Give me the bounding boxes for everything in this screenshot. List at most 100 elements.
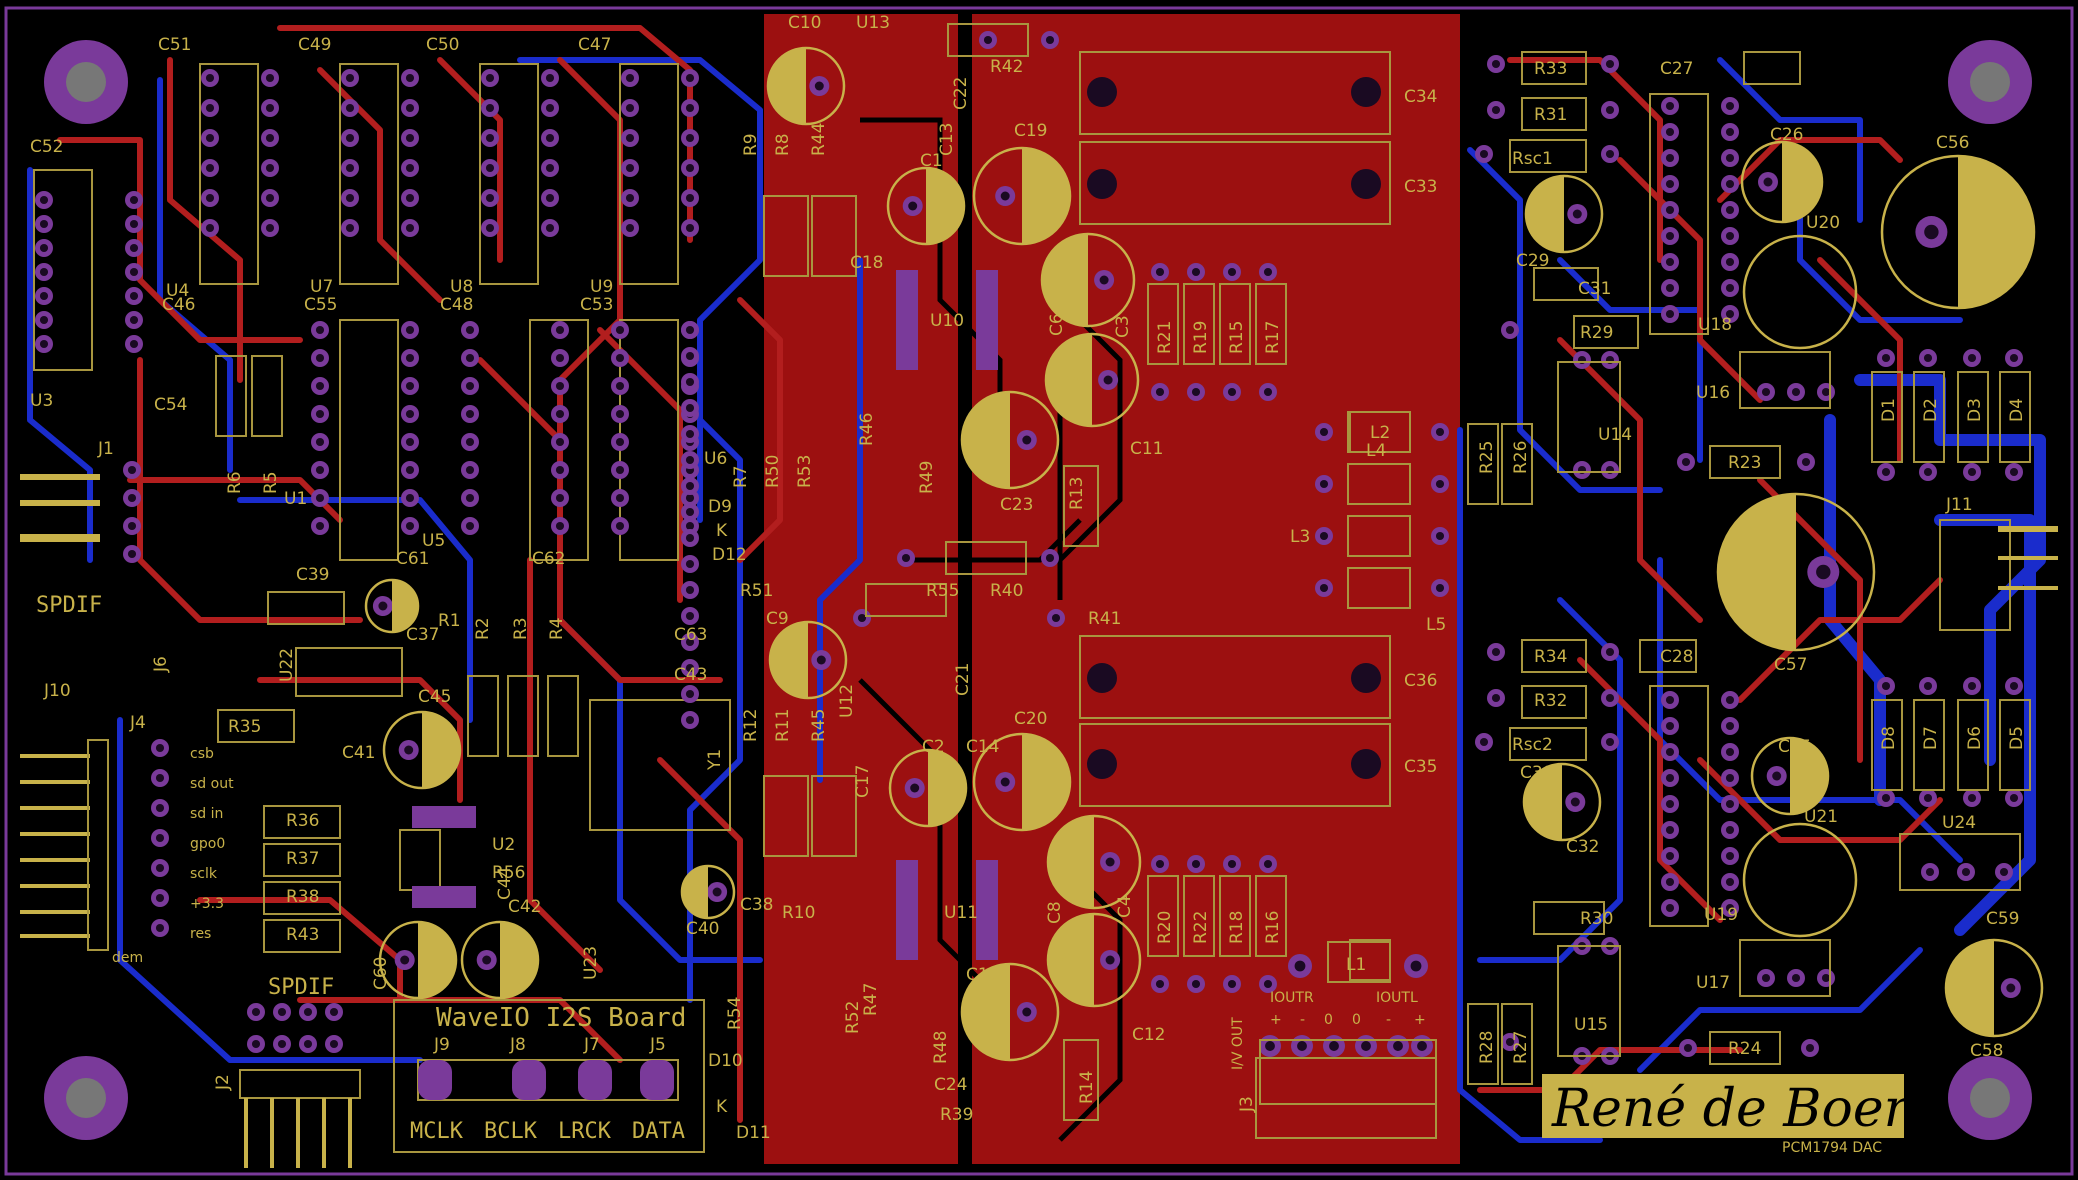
svg-text:-: - — [1386, 1012, 1391, 1028]
designator-c37: C37 — [406, 625, 440, 645]
smd-chips — [412, 270, 998, 960]
designator-u19: U19 — [1704, 905, 1738, 925]
designator-r37: R37 — [286, 849, 319, 869]
designator-j7: J7 — [583, 1035, 600, 1055]
designator-j9: J9 — [433, 1035, 450, 1055]
designator-c17: C17 — [853, 764, 873, 798]
designator-u17: U17 — [1696, 973, 1730, 993]
svg-text:LRCK: LRCK — [558, 1119, 612, 1144]
svg-text:csb: csb — [190, 746, 214, 762]
designator-u24: U24 — [1942, 813, 1976, 833]
svg-text:BCLK: BCLK — [484, 1119, 538, 1144]
designator-r38: R38 — [286, 887, 319, 907]
ioutl-label: IOUTL — [1376, 990, 1418, 1006]
designator-r45: R45 — [809, 709, 829, 742]
designator-c23: C23 — [1000, 495, 1034, 515]
designator-d2: D2 — [1921, 398, 1941, 422]
designator-j6: J6 — [151, 656, 171, 673]
designator-r24: R24 — [1728, 1039, 1761, 1059]
designator-rsc2: Rsc2 — [1512, 735, 1553, 755]
designator-c44: C44 — [495, 866, 515, 900]
designator-r40: R40 — [990, 581, 1023, 601]
designator-j8: J8 — [509, 1035, 526, 1055]
copper-gap — [958, 14, 972, 1164]
designator-u23: U23 — [581, 946, 601, 980]
svg-text:0: 0 — [1324, 1012, 1333, 1028]
designator-r50: R50 — [763, 455, 783, 488]
svg-text:MCLK: MCLK — [410, 1119, 464, 1144]
designator-r55: R55 — [926, 581, 959, 601]
designator-c16: C16 — [966, 965, 1000, 985]
designator-c56: C56 — [1936, 133, 1970, 153]
designator-r46: R46 — [857, 413, 877, 446]
designator-rsc1: Rsc1 — [1512, 149, 1553, 169]
designator-c15: C15 — [962, 421, 996, 441]
designator-d10: D10 — [708, 1051, 743, 1071]
designator-r41: R41 — [1088, 609, 1121, 629]
designator-c21: C21 — [953, 662, 973, 696]
svg-text:gpo0: gpo0 — [190, 836, 225, 852]
designator-j10: J10 — [43, 681, 71, 701]
copper-inner-traces — [858, 117, 1123, 1142]
designator-r48: R48 — [931, 1031, 951, 1064]
resistor-outlines — [215, 23, 2031, 1153]
designator-r56: R56 — [492, 863, 525, 883]
svg-text:dem: dem — [112, 950, 143, 966]
designator-c7: C7 — [1051, 939, 1071, 962]
designator-c53: C53 — [580, 295, 614, 315]
designator-l4: L4 — [1366, 441, 1386, 461]
designator-r19: R19 — [1191, 321, 1211, 354]
designator-u13: U13 — [856, 13, 890, 33]
designator-r30: R30 — [1580, 909, 1613, 929]
designator-c30: C30 — [1520, 763, 1554, 783]
designator-r44: R44 — [809, 123, 829, 156]
designator-r10: R10 — [782, 903, 815, 923]
designator-u7: U7 — [310, 277, 333, 297]
designator-r1: R1 — [438, 611, 461, 631]
designator-c6: C6 — [1047, 313, 1067, 336]
designator-c19: C19 — [1014, 121, 1048, 141]
i2s-connectors — [418, 1060, 674, 1100]
designator-c48: C48 — [440, 295, 474, 315]
designator-u21: U21 — [1804, 807, 1838, 827]
designator-r13: R13 — [1067, 477, 1087, 510]
film-capacitors — [1079, 51, 1391, 807]
designator-c32: C32 — [1566, 837, 1600, 857]
designator-u20: U20 — [1806, 213, 1840, 233]
designator-u4: U4 — [166, 281, 189, 301]
designator-l1: L1 — [1346, 955, 1366, 975]
designator-r21: R21 — [1155, 321, 1175, 354]
designator-u3: U3 — [30, 391, 53, 411]
designator-r11: R11 — [773, 709, 793, 742]
designator-l2: L2 — [1370, 423, 1390, 443]
designator-y1: Y1 — [705, 749, 725, 771]
designator-j3: J3 — [1237, 1096, 1257, 1113]
inductors — [1349, 411, 1411, 981]
designator-r7: R7 — [731, 465, 751, 488]
designator-d11: D11 — [736, 1123, 771, 1143]
designator-r36: R36 — [286, 811, 319, 831]
designator-u9: U9 — [590, 277, 613, 297]
designator-c9: C9 — [766, 609, 789, 629]
iv-out-label: I/V OUT — [1230, 1017, 1246, 1070]
designator-l5: L5 — [1426, 615, 1446, 635]
designator-c27: C27 — [1660, 59, 1694, 79]
svg-text:res: res — [190, 926, 211, 942]
signal-labels: MCLK BCLK LRCK DATA — [410, 1119, 685, 1144]
designator-c3: C3 — [1113, 315, 1133, 338]
author-logo-plate — [1542, 1074, 1904, 1138]
designator-d8: D8 — [1879, 726, 1899, 750]
designator-j1: J1 — [97, 439, 114, 459]
designator-r31: R31 — [1534, 105, 1567, 125]
designator-c58: C58 — [1970, 1041, 2004, 1061]
designator-c43: C43 — [674, 665, 708, 685]
designator-r20: R20 — [1155, 911, 1175, 944]
designator-c24: C24 — [934, 1075, 968, 1095]
bottom-traces — [27, 57, 2046, 1143]
designator-u14: U14 — [1598, 425, 1632, 445]
designator-c63: C63 — [674, 625, 708, 645]
designator-k2: K — [716, 1097, 728, 1117]
designator-d9: D9 — [708, 497, 732, 517]
designator-u6: U6 — [704, 449, 727, 469]
designator-d6: D6 — [1965, 726, 1985, 750]
